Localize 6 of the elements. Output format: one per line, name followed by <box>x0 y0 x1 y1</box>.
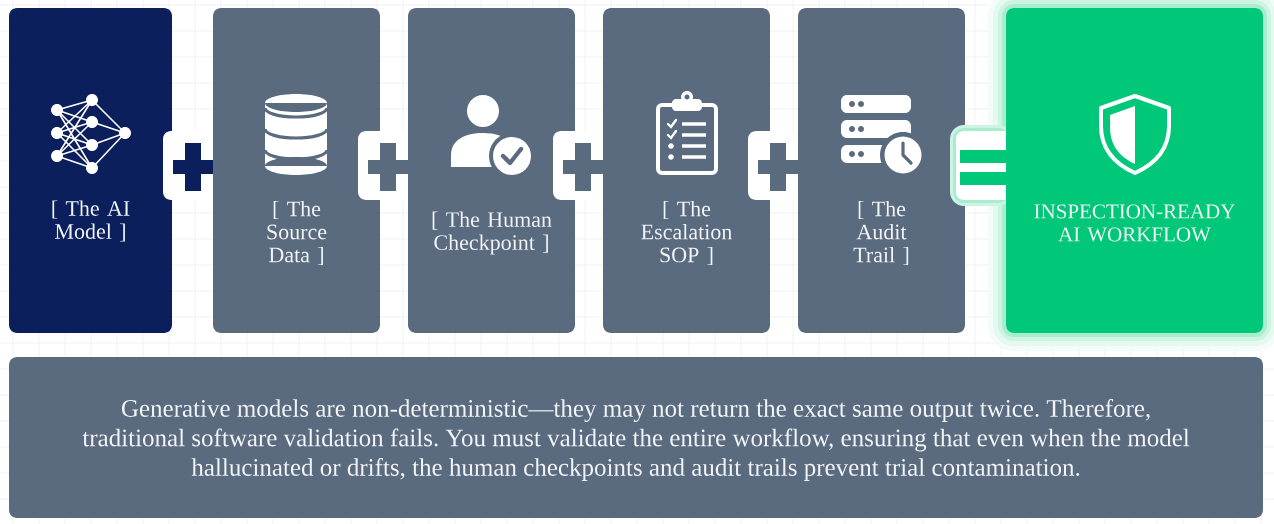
card: [ The Human Checkpoint ] <box>408 8 575 333</box>
card: [ The AI Model ] <box>9 8 172 333</box>
card: [ The Source Data ] <box>213 8 380 333</box>
card: [ The Escalation SOP ] <box>603 8 770 333</box>
card: INSPECTION-READY AI WORKFLOW <box>1006 8 1263 333</box>
text-panel: Generative models are non-deterministic—they may not return the exact same output twice. Therefore, traditional software validation fails. You must validate the entire workflow, ensuring that even when the model hallucinated or drifts, the human checkpoints and audit trails prevent trial contamination. <box>9 357 1263 518</box>
